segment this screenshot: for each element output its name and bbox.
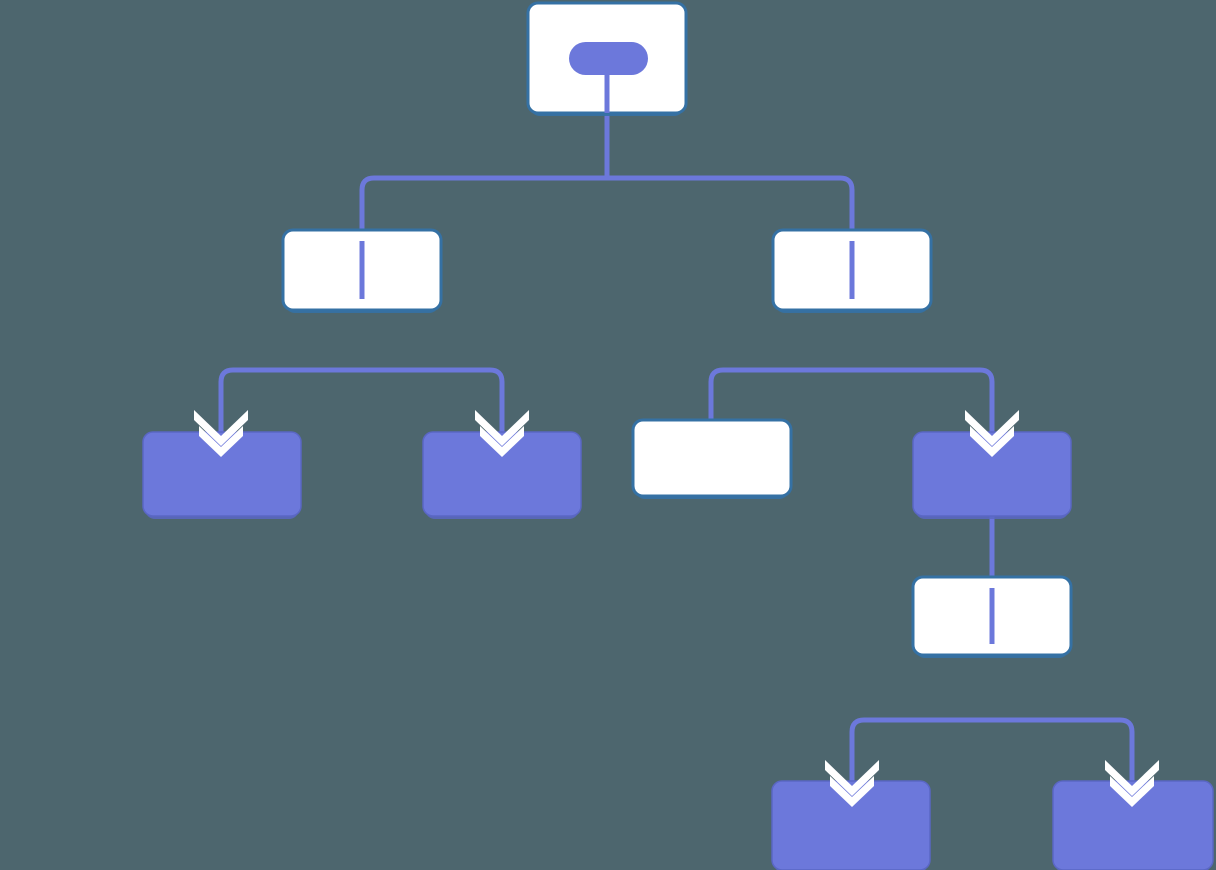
node-leaf-3[interactable] bbox=[631, 418, 793, 499]
node-body[interactable] bbox=[771, 780, 931, 870]
node-leaf-1[interactable] bbox=[142, 431, 302, 519]
node-body[interactable] bbox=[912, 431, 1072, 517]
node-layer bbox=[142, 1, 1214, 870]
edge-left-to-leaves bbox=[218, 367, 505, 440]
node-leaf-2[interactable] bbox=[422, 431, 582, 519]
node-body[interactable] bbox=[142, 431, 302, 517]
node-pill-badge[interactable] bbox=[569, 42, 648, 75]
node-branch-right-child[interactable] bbox=[912, 431, 1072, 519]
node-body[interactable] bbox=[631, 418, 793, 498]
node-leaf-4[interactable] bbox=[771, 780, 931, 870]
node-leaf-5[interactable] bbox=[1052, 780, 1214, 870]
edge-right-to-leaves bbox=[708, 367, 995, 440]
edge-root-to-branches bbox=[359, 175, 855, 310]
node-body[interactable] bbox=[1052, 780, 1214, 870]
node-root[interactable] bbox=[526, 1, 688, 116]
edge-overlay-layer bbox=[359, 75, 995, 644]
edge-sub-to-leaves bbox=[849, 717, 1135, 790]
node-body[interactable] bbox=[422, 431, 582, 517]
